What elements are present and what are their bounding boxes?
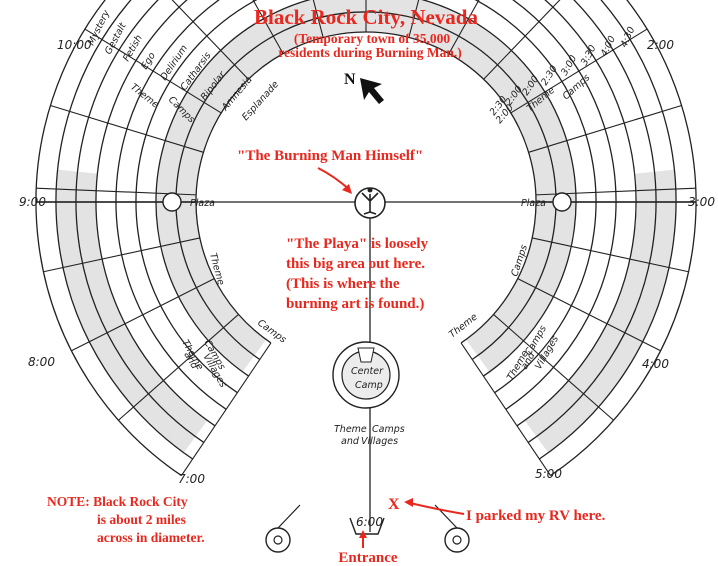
- and-label-s: and: [341, 436, 360, 447]
- clock-label-4: 4:00: [642, 357, 669, 371]
- entrance-label: Entrance: [338, 550, 398, 566]
- plaza-label-left: Plaza: [190, 198, 215, 209]
- playa-annotation: "The Playa" is loosely this big area out…: [286, 236, 429, 312]
- plaza-circle-right: [552, 192, 572, 212]
- svg-text:NOTE: Black Rock City: NOTE: Black Rock City: [47, 494, 188, 509]
- radial-street: [50, 104, 204, 153]
- clock-label-7: 7:00: [178, 472, 205, 486]
- svg-text:Fetish: Fetish: [121, 33, 145, 63]
- plaza-circle-left: [162, 192, 182, 212]
- ring-street: [95, 0, 637, 427]
- radial-street: [510, 28, 648, 114]
- svg-text:burning art is found.): burning art is found.): [286, 296, 424, 312]
- clock-label-3: 3:00: [688, 195, 715, 209]
- ring-street: [35, 0, 697, 477]
- radial-street: [483, 0, 561, 80]
- radial-street: [71, 278, 215, 352]
- clock-label-10: 10:00: [57, 38, 92, 52]
- clock-label-6: 6:00: [356, 515, 383, 529]
- theme-label-s: Theme: [334, 424, 367, 435]
- radial-street: [43, 237, 200, 273]
- radial-street: [84, 28, 222, 114]
- radial-street: [181, 342, 272, 476]
- svg-text:"The Playa" is loosely: "The Playa" is loosely: [286, 236, 429, 252]
- radial-street: [408, 0, 420, 38]
- svg-text:(This is where the: (This is where the: [286, 276, 400, 292]
- svg-text:is about 2 miles: is about 2 miles: [97, 512, 186, 527]
- ring-street: [75, 0, 657, 443]
- rv-location-marker: X: [388, 496, 400, 513]
- entrance-circle-left: [265, 527, 291, 553]
- plaza-label-right: Plaza: [521, 198, 546, 209]
- clock-label-9: 9:00: [19, 195, 46, 209]
- radial-street: [528, 104, 682, 153]
- burning-man-figure: [354, 187, 386, 219]
- radial-street: [312, 0, 324, 38]
- clock-label-2: 2:00: [647, 38, 674, 52]
- theme-camps-outer-band-w: [56, 169, 208, 453]
- map-title: Black Rock City, Nevada: [254, 5, 479, 29]
- radial-street: [532, 237, 689, 273]
- radial-street: [171, 0, 249, 80]
- theme-camps-outer-band-e: [524, 169, 676, 453]
- svg-text:this big area out here.: this big area out here.: [286, 256, 425, 272]
- center-label: Center: [351, 366, 384, 377]
- ring-street: [55, 0, 677, 460]
- rv-arrow: [409, 502, 465, 515]
- entrance-gate: [349, 517, 385, 535]
- burning-man-annotation: "The Burning Man Himself": [237, 148, 423, 164]
- rv-annotation: I parked my RV here.: [466, 508, 606, 524]
- svg-text:3:30: 3:30: [579, 43, 599, 67]
- north-letter: N: [344, 71, 356, 88]
- ring-street: [115, 0, 617, 410]
- radial-street: [118, 314, 239, 421]
- city-street-grid: [35, 0, 697, 532]
- svg-text:across in diameter.: across in diameter.: [97, 530, 205, 545]
- entrance-circle-right: [444, 527, 470, 553]
- radial-street: [517, 278, 661, 352]
- clock-label-8: 8:00: [28, 355, 55, 369]
- burning-man-arrow: [317, 167, 351, 191]
- camps-label-s: Camps: [372, 424, 405, 435]
- ring-street: [155, 0, 577, 377]
- size-note: NOTE: Black Rock City is about 2 miles a…: [47, 494, 205, 545]
- clock-label-5: 5:00: [535, 467, 562, 481]
- road-to-left-circle: [277, 504, 301, 529]
- ring-street: [135, 0, 597, 394]
- north-arrow: N: [344, 71, 384, 104]
- radial-street: [493, 314, 614, 421]
- radial-street: [448, 0, 480, 54]
- radial-street: [460, 342, 551, 476]
- map-subtitle-line-2: residents during Burning Man.): [278, 45, 462, 60]
- center-camp: [332, 341, 400, 409]
- radial-street: [252, 0, 284, 54]
- villages-label-s: Villages: [361, 436, 398, 447]
- map-subtitle-line-1: (Temporary town of 35,000: [294, 31, 450, 46]
- camp-label: Camp: [355, 380, 383, 391]
